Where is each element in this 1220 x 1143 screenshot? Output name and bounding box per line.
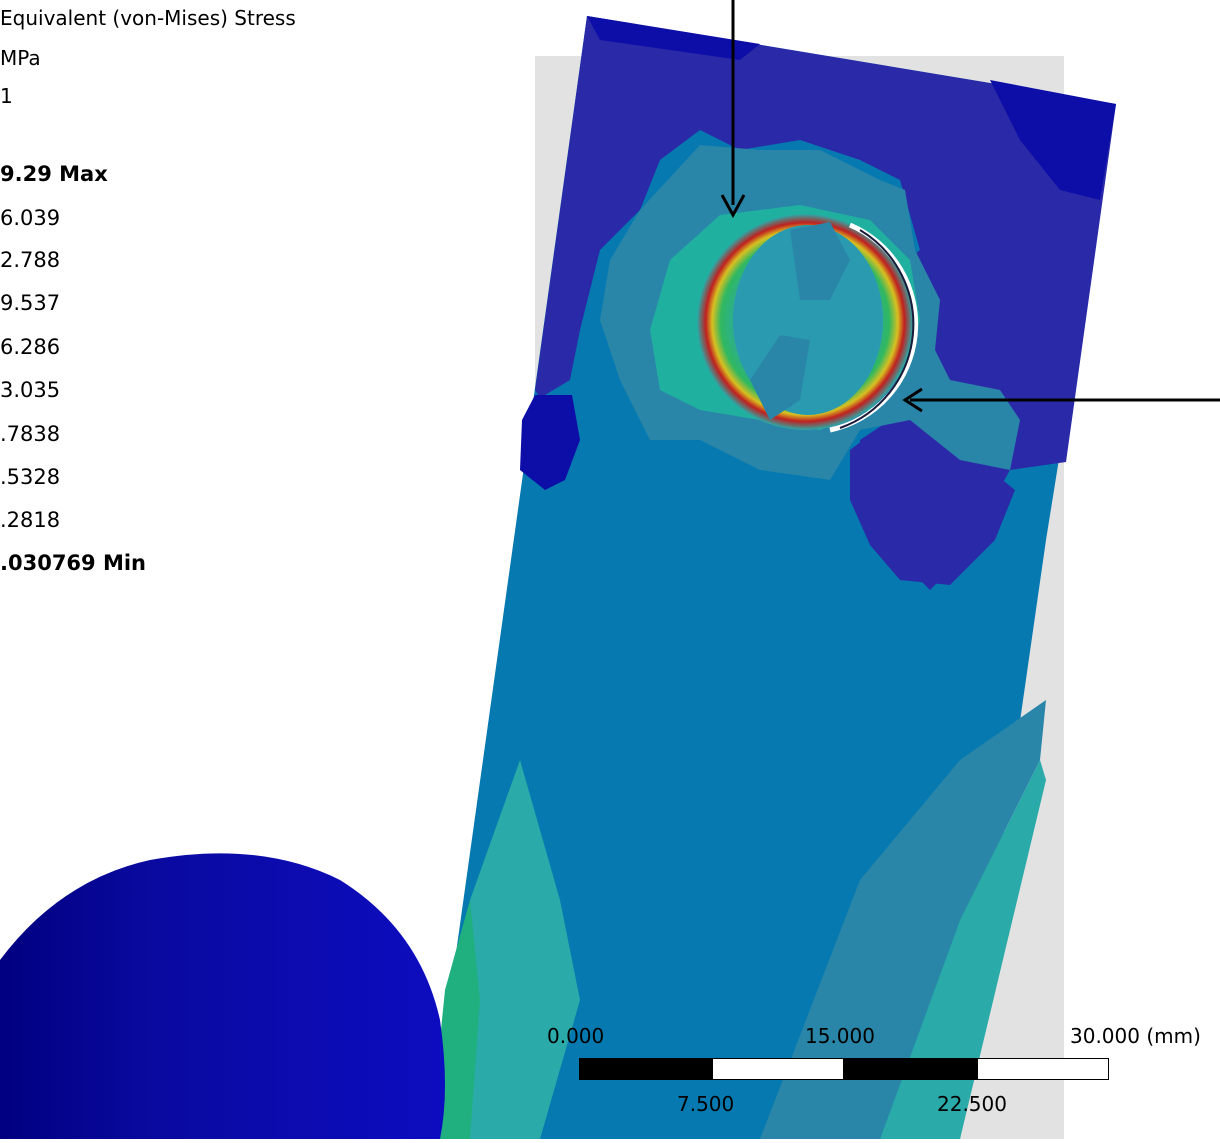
hole-inner-patch-lower <box>750 335 810 420</box>
legend-unit: MPa <box>0 46 41 70</box>
load-arrow-vertical-head <box>720 194 746 219</box>
scale-label-0: 0.000 <box>547 1024 605 1048</box>
scale-label-15: 15.000 <box>805 1024 875 1048</box>
legend-level: .5328 <box>0 465 61 489</box>
legend-level: .2818 <box>0 508 61 532</box>
scale-label-7-5: 7.500 <box>677 1092 735 1116</box>
contour-dark-patch-left <box>520 395 580 490</box>
scale-segment <box>977 1058 1109 1080</box>
contour-lower-right-steel <box>760 700 1046 1139</box>
legend-index: 1 <box>0 84 13 108</box>
legend-level: 3.035 <box>0 378 61 402</box>
legend-level: 6.039 <box>0 206 61 230</box>
hole-contact-arc <box>839 229 915 429</box>
contour-dark-top-strip <box>587 16 760 60</box>
scale-segment <box>844 1058 977 1080</box>
hole-inner-patch-upper <box>790 222 850 300</box>
legend-level: .7838 <box>0 422 61 446</box>
scale-segment <box>579 1058 712 1080</box>
scale-label-22-5: 22.500 <box>937 1092 1007 1116</box>
scale-label-30: 30.000 (mm) <box>1070 1024 1201 1048</box>
contour-dark-top-right <box>990 80 1116 200</box>
legend-level: 2.788 <box>0 248 61 272</box>
legend-title: Equivalent (von-Mises) Stress <box>0 6 296 30</box>
legend-level: 9.537 <box>0 291 61 315</box>
contour-dark-patch-right <box>850 420 1015 585</box>
stress-legend: Equivalent (von-Mises) Stress MPa 1 9.29… <box>0 0 380 600</box>
legend-min: .030769 Min <box>0 551 147 575</box>
legend-max: 9.29 Max <box>0 162 108 186</box>
contour-lower-right-band <box>880 760 1046 1139</box>
scale-segment <box>712 1058 844 1080</box>
load-arrow-horizontal-head <box>902 387 923 413</box>
scale-bar: 0.000 15.000 30.000 (mm) 7.500 22.500 <box>545 1020 1220 1139</box>
legend-level: 6.286 <box>0 335 61 359</box>
roller-body <box>0 853 445 1139</box>
